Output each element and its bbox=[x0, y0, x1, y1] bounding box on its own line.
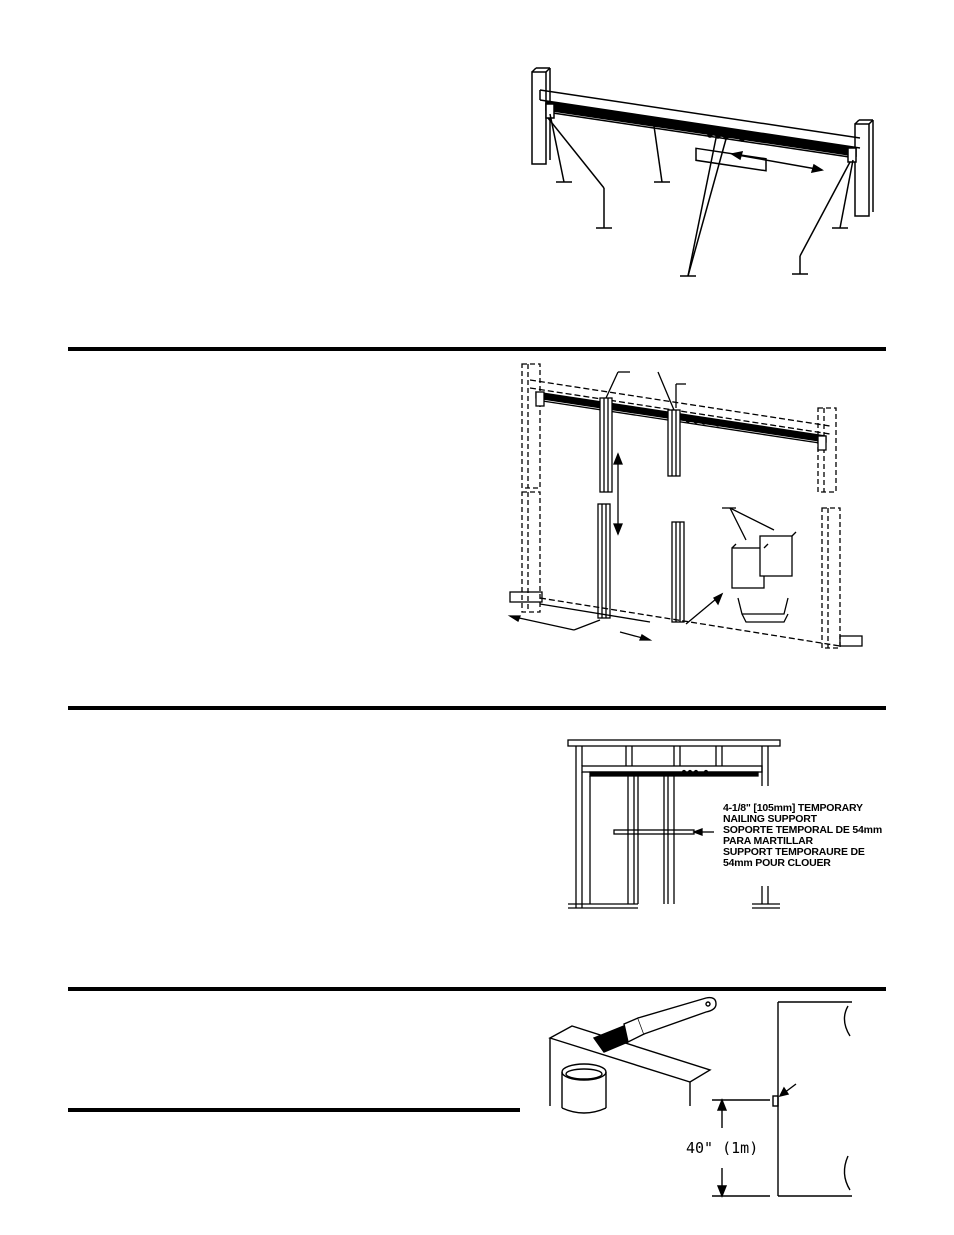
callout-line: PARA MARTILLAR bbox=[723, 835, 813, 847]
callout-line: SUPPORT TEMPORAURE DE bbox=[723, 846, 865, 858]
nailing-support-callout: 4-1/8" [105mm] TEMPORARY NAILING SUPPORT… bbox=[723, 803, 882, 869]
section-divider-2 bbox=[68, 706, 886, 710]
paint-brush-figure bbox=[546, 996, 726, 1116]
callout-line: NAILING SUPPORT bbox=[723, 813, 817, 825]
section-divider-4 bbox=[68, 1108, 520, 1112]
callout-line: 4-1/8" [105mm] TEMPORARY bbox=[723, 802, 863, 814]
section-divider-1 bbox=[68, 347, 886, 351]
callout-line: SOPORTE TEMPORAL DE 54mm bbox=[723, 824, 882, 836]
split-jamb-installation-figure bbox=[500, 358, 870, 658]
header-track-figure bbox=[520, 60, 880, 290]
callout-line: 54mm POUR CLOUER bbox=[723, 857, 831, 869]
door-height-figure bbox=[700, 996, 870, 1202]
door-height-label: 40" (1m) bbox=[686, 1139, 759, 1157]
nailing-support-figure bbox=[566, 738, 786, 912]
section-divider-3 bbox=[68, 987, 886, 991]
